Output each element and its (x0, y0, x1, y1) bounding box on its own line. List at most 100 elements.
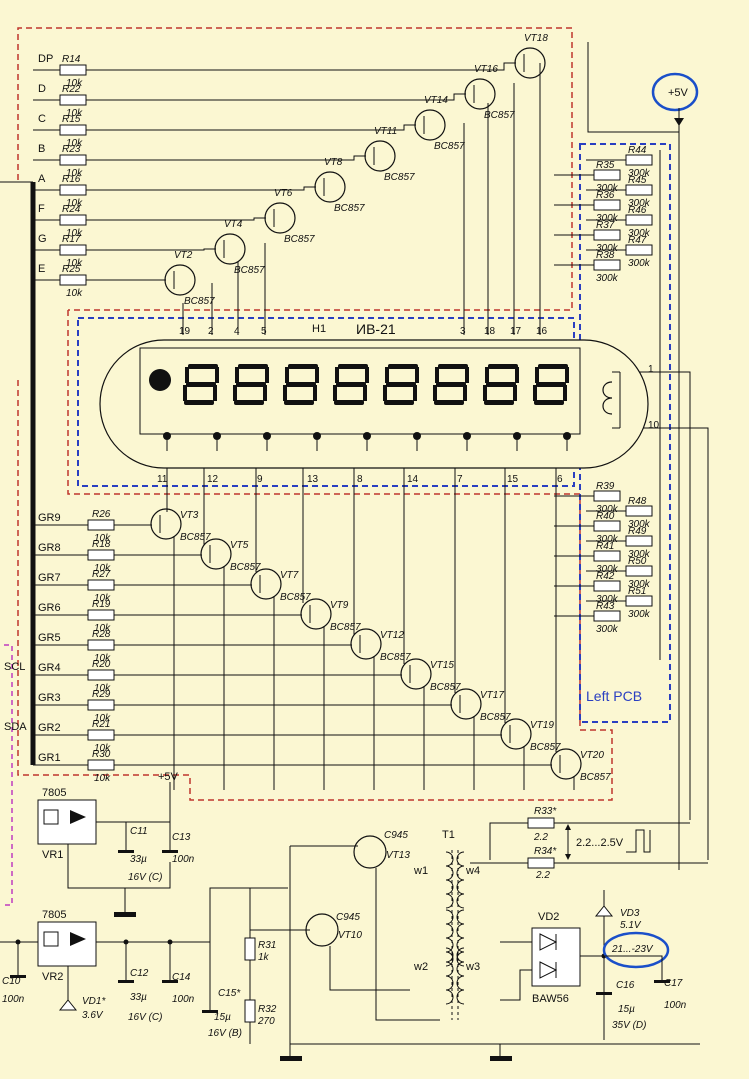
c15-val: 15µ (214, 1012, 231, 1023)
tube-pin-top: 16 (536, 326, 548, 337)
lower-transistor-ref: VT19 (530, 720, 554, 731)
c17-ref: C17 (664, 978, 683, 989)
grid-dot (263, 432, 271, 440)
r31-resistor (244, 937, 256, 961)
tube-pin-bottom: 8 (357, 474, 363, 485)
digit-segment (313, 385, 317, 401)
vr1-in-arrow-icon (43, 809, 59, 825)
lower-resistor-val: 10k (94, 563, 111, 574)
pulse-range-label: 2.2...2.5V (576, 837, 624, 849)
c10-val: 100n (2, 994, 25, 1005)
grid-line-label: GR6 (38, 602, 61, 614)
plus5v-top: +5V (651, 72, 699, 126)
lower-resistor-val: 10k (94, 653, 111, 664)
io-region (4, 644, 13, 906)
lower-transistor-type: BC857 (580, 772, 611, 783)
digit-segment (463, 385, 467, 401)
tube-pin-top: 4 (234, 326, 240, 337)
lower-transistor-type: BC857 (530, 742, 561, 753)
c15-rating: 16V (B) (208, 1028, 242, 1039)
segment-line-label: E (38, 263, 45, 275)
lower-transistor (500, 718, 532, 750)
vd1-val: 3.6V (82, 1010, 104, 1021)
lower-transistor (300, 598, 332, 630)
r34-resistor (527, 857, 555, 869)
tube-pin-dots (163, 432, 571, 451)
upper-transistor (514, 47, 546, 79)
c13-ref: C13 (172, 832, 191, 843)
r32-val: 270 (257, 1016, 275, 1027)
upper-transistor-ref: VT11 (374, 126, 397, 137)
c11-rating: 16V (C) (128, 872, 162, 883)
digit-segment (413, 385, 417, 401)
pulldown-resistor (625, 595, 653, 607)
w1-label: w1 (413, 865, 428, 877)
digit-segment (238, 364, 268, 369)
lower-resistor-val: 10k (94, 713, 111, 724)
digit-segment (235, 367, 239, 383)
pulldown-val: 300k (596, 594, 619, 605)
plus5v-top-label: +5V (668, 87, 689, 99)
upper-resistor-ref: R24 (62, 204, 81, 215)
digit-segment (213, 385, 217, 401)
grid-dot (513, 432, 521, 440)
pulldown-resistor (625, 214, 653, 226)
upper-resistor (59, 184, 87, 196)
upper-transistor (414, 109, 446, 141)
digit-segment (483, 385, 487, 401)
lower-transistor-ref: VT17 (480, 690, 504, 701)
lower-resistor (87, 639, 115, 651)
upper-transistor-ref: VT14 (424, 95, 448, 106)
r34-val: 2.2 (535, 870, 550, 881)
vt13-ref: VT13 (386, 850, 410, 861)
c12-ref: C12 (130, 968, 149, 979)
lower-transistor (350, 628, 382, 660)
lower-resistor-ref: R29 (92, 689, 111, 700)
lower-resistor (87, 579, 115, 591)
segment-line-label: D (38, 83, 46, 95)
pulldown-val: 300k (596, 534, 619, 545)
digit-segment (465, 367, 469, 383)
lower-transistor-ref: VT15 (430, 660, 454, 671)
upper-transistor-type: BC857 (434, 141, 465, 152)
upper-resistor (59, 274, 87, 286)
lower-transistor-type: BC857 (430, 682, 461, 693)
digit-segment (183, 385, 187, 401)
vr2-ref: VR2 (42, 971, 63, 983)
upper-resistor (59, 214, 87, 226)
digit-segment (388, 364, 418, 369)
upper-transistor (364, 140, 396, 172)
c10-ref: C10 (2, 976, 21, 987)
digit-segment (533, 385, 537, 401)
upper-transistor-ref: VT8 (324, 157, 343, 168)
lower-resistor (87, 609, 115, 621)
annotation-circle-voltage (602, 931, 670, 969)
digit-segment (486, 382, 516, 387)
segment-line-label: DP (38, 53, 53, 65)
c15-ref: C15* (218, 988, 241, 999)
lower-resistor-ref: R26 (92, 509, 111, 520)
lower-transistor-type: BC857 (330, 622, 361, 633)
upper-resistor-ref: R23 (62, 144, 81, 155)
neg-voltage-label: 21...-23V (611, 944, 654, 955)
grid-line-label: GR1 (38, 752, 61, 764)
pulldown-ref: R35 (596, 160, 615, 171)
vr2-chip: 7805 (42, 909, 66, 921)
digit-segment (538, 364, 568, 369)
upper-base-wire (86, 93, 466, 101)
upper-resistor-val: 10k (66, 198, 83, 209)
pulldown-ref: R39 (596, 481, 615, 492)
pulldown-val: 300k (628, 228, 651, 239)
pulldown-ref: R42 (596, 571, 615, 582)
tube-inner-frame (139, 347, 581, 435)
upper-resistor-val: 10k (66, 168, 83, 179)
tube-pin-top: 18 (484, 326, 496, 337)
upper-resistor-val: 10k (66, 108, 83, 119)
lower-transistor-type: BC857 (180, 532, 211, 543)
r31-ref: R31 (258, 940, 276, 951)
vr2-out-arrow-icon (70, 932, 86, 946)
grid-line-label: GR8 (38, 542, 61, 554)
upper-transistor-type: BC857 (334, 203, 365, 214)
t1-transformer (445, 851, 465, 1005)
